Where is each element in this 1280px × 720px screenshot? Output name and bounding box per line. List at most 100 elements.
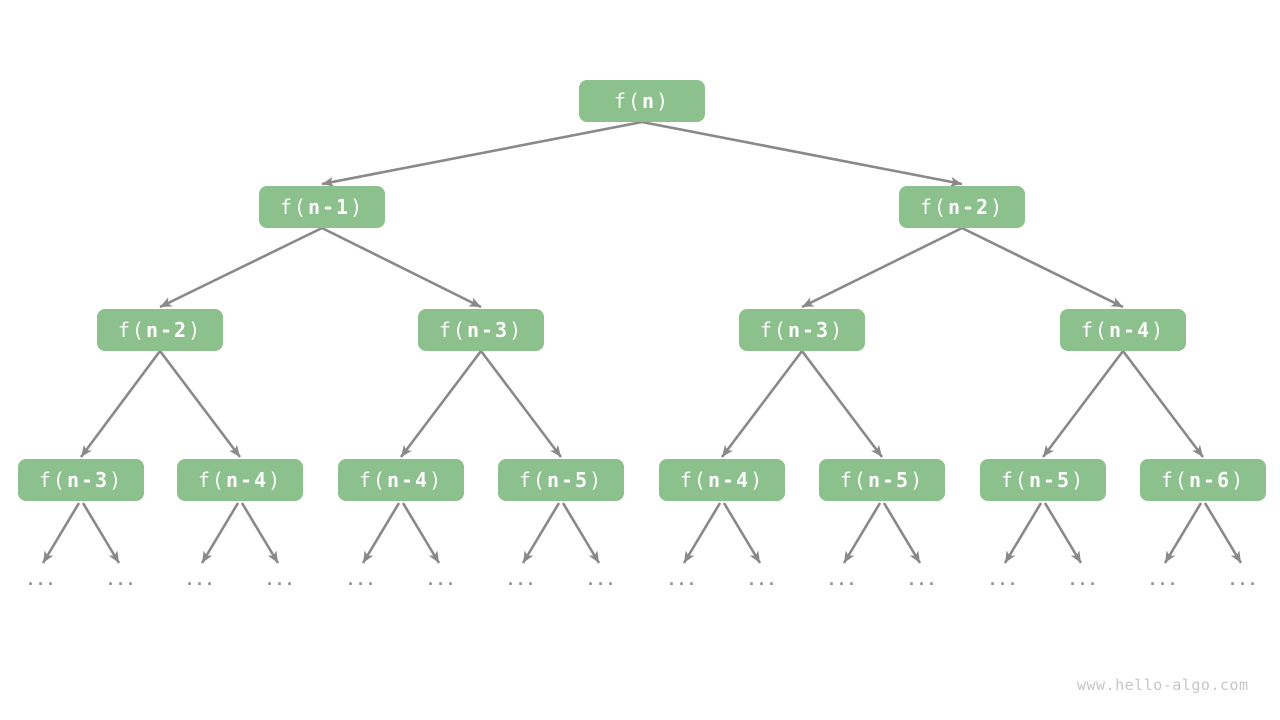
tree-node: f(n-5) (819, 459, 945, 501)
edge-arrow (240, 502, 280, 564)
node-label-argument: n-4 (386, 468, 430, 492)
node-label-argument: n-3 (466, 318, 510, 342)
edge-arrow (722, 502, 762, 564)
edge-arrow (41, 502, 81, 564)
node-label-argument: n-6 (1188, 468, 1232, 492)
tree-node: f(n-1) (259, 186, 385, 228)
edge-arrow (1041, 350, 1125, 458)
edge-arrow (961, 226, 1124, 309)
edge-arrow (361, 502, 401, 564)
ellipsis-leaf: ... (1147, 571, 1179, 589)
ellipsis-leaf: ... (1067, 571, 1099, 589)
watermark: www.hello-algo.com (1077, 676, 1249, 694)
edge-arrow (79, 350, 162, 458)
ellipsis-leaf: ... (987, 571, 1019, 589)
node-label-suffix: ) (990, 195, 1005, 219)
ellipsis-leaf: ... (264, 571, 296, 589)
node-label-argument: n-4 (225, 468, 269, 492)
tree-node: f(n-3) (739, 309, 865, 351)
node-label-prefix: f( (518, 468, 547, 492)
ellipsis-leaf: ... (345, 571, 377, 589)
node-label-argument: n (642, 89, 657, 113)
tree-node: f(n-4) (338, 459, 464, 501)
node-label-suffix: ) (750, 468, 765, 492)
node-label-suffix: ) (509, 318, 524, 342)
tree-node: f(n) (579, 80, 705, 122)
edge-arrow (399, 350, 483, 458)
node-label-prefix: f( (679, 468, 708, 492)
node-label: f(n-4) (198, 468, 282, 492)
edge-arrow (1043, 502, 1083, 564)
node-label: f(n) (614, 89, 670, 113)
node-label-argument: n-5 (1028, 468, 1072, 492)
edge-arrow (1203, 502, 1243, 564)
tree-node: f(n-4) (659, 459, 785, 501)
node-label-prefix: f( (358, 468, 387, 492)
node-label-suffix: ) (350, 195, 365, 219)
node-label-suffix: ) (589, 468, 604, 492)
ellipsis-leaf: ... (25, 571, 57, 589)
node-label-prefix: f( (839, 468, 868, 492)
node-label: f(n-3) (39, 468, 123, 492)
edge-arrow (801, 226, 963, 309)
node-label: f(n-1) (280, 195, 364, 219)
edge-arrow (1121, 350, 1205, 458)
node-label-prefix: f( (38, 468, 67, 492)
edge-arrow (479, 350, 563, 458)
node-label-suffix: ) (830, 318, 845, 342)
node-label-argument: n-2 (947, 195, 991, 219)
edge-arrow (200, 502, 240, 564)
edge-arrow (321, 120, 643, 187)
ellipsis-leaf: ... (105, 571, 137, 589)
edge-arrow (159, 226, 323, 309)
ellipsis-leaf: ... (746, 571, 778, 589)
edge-arrow (641, 120, 963, 187)
edge-arrow (720, 350, 804, 458)
node-label: f(n-3) (760, 318, 844, 342)
node-label-suffix: ) (1231, 468, 1246, 492)
ellipsis-leaf: ... (906, 571, 938, 589)
edge-arrow (1003, 502, 1043, 564)
ellipsis-leaf: ... (425, 571, 457, 589)
node-label-prefix: f( (1160, 468, 1189, 492)
node-label-suffix: ) (188, 318, 203, 342)
tree-node: f(n-5) (498, 459, 624, 501)
node-label-prefix: f( (613, 89, 642, 113)
node-label-suffix: ) (429, 468, 444, 492)
ellipsis-leaf: ... (505, 571, 537, 589)
edge-arrow (158, 350, 242, 458)
node-label-argument: n-3 (787, 318, 831, 342)
node-label-argument: n-5 (867, 468, 911, 492)
ellipsis-leaf: ... (1227, 571, 1259, 589)
tree-node: f(n-6) (1140, 459, 1266, 501)
node-label: f(n-4) (680, 468, 764, 492)
ellipsis-leaf: ... (666, 571, 698, 589)
node-label: f(n-3) (439, 318, 523, 342)
tree-node: f(n-4) (1060, 309, 1186, 351)
node-label-suffix: ) (910, 468, 925, 492)
edge-arrow (800, 350, 884, 458)
tree-node: f(n-2) (97, 309, 223, 351)
node-label: f(n-2) (118, 318, 202, 342)
tree-node: f(n-5) (980, 459, 1106, 501)
node-label-argument: n-5 (546, 468, 590, 492)
edge-arrow (842, 502, 882, 564)
node-label: f(n-5) (519, 468, 603, 492)
node-label-suffix: ) (656, 89, 671, 113)
tree-node: f(n-2) (899, 186, 1025, 228)
node-label-prefix: f( (279, 195, 308, 219)
node-label: f(n-5) (1001, 468, 1085, 492)
node-label-argument: n-3 (66, 468, 110, 492)
edge-arrow (81, 502, 121, 564)
node-label-suffix: ) (1071, 468, 1086, 492)
edge-arrow (561, 502, 601, 564)
node-label-suffix: ) (268, 468, 283, 492)
edge-arrow (521, 502, 561, 564)
edge-arrow (1163, 502, 1203, 564)
ellipsis-leaf: ... (184, 571, 216, 589)
node-label: f(n-6) (1161, 468, 1245, 492)
ellipsis-leaf: ... (826, 571, 858, 589)
edge-arrow (682, 502, 722, 564)
